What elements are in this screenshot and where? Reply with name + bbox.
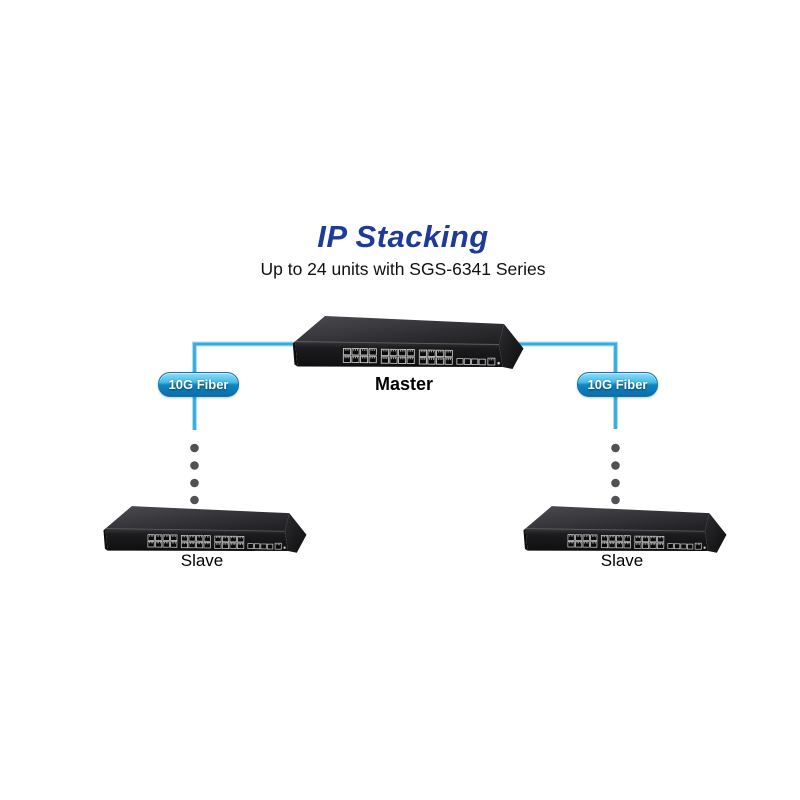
fiber-badge-right: 10G Fiber bbox=[577, 372, 658, 397]
stack-continuation-dots bbox=[190, 443, 620, 505]
slave-switch-right-icon bbox=[523, 506, 726, 553]
master-switch-icon bbox=[293, 316, 524, 369]
slave-label-left: Slave bbox=[180, 551, 224, 570]
slave-switch-left-icon bbox=[103, 506, 306, 553]
page-title: IP Stacking bbox=[317, 219, 489, 254]
fiber-badge-left-label: 10G Fiber bbox=[168, 377, 229, 392]
page-subtitle: Up to 24 units with SGS-6341 Series bbox=[260, 259, 546, 279]
fiber-badge-right-label: 10G Fiber bbox=[587, 377, 648, 392]
slave-label-right: Slave bbox=[600, 551, 644, 570]
fiber-badge-left: 10G Fiber bbox=[158, 372, 239, 397]
master-label: Master bbox=[374, 374, 434, 394]
